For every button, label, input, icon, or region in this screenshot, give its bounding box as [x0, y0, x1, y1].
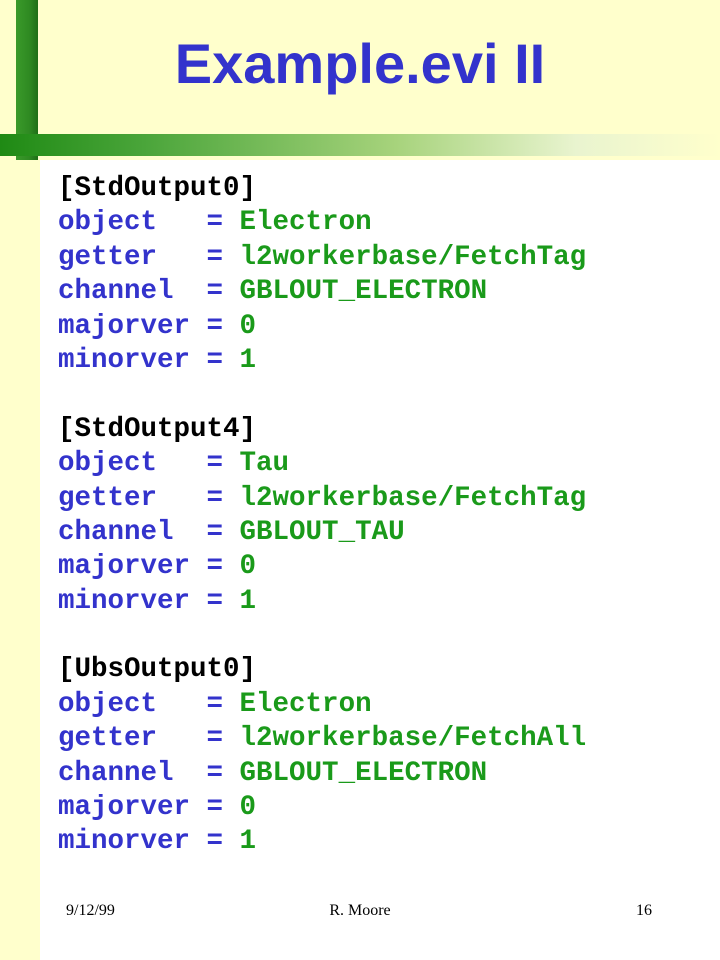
config-value: l2workerbase/FetchTag: [239, 241, 587, 273]
config-value: 1: [239, 585, 257, 617]
config-value: GBLOUT_ELECTRON: [239, 757, 488, 789]
config-value: 0: [239, 792, 257, 824]
config-key: getter: [58, 482, 207, 514]
config-key: channel: [58, 757, 207, 789]
title-background: [0, 0, 720, 160]
config-key: majorver: [58, 551, 207, 583]
green-horizontal-bar: [0, 134, 720, 156]
equals-sign: =: [206, 344, 240, 376]
footer-author: R. Moore: [329, 902, 391, 919]
equals-sign: =: [206, 516, 240, 548]
left-margin-background: [0, 0, 40, 960]
config-value: Tau: [239, 448, 290, 480]
config-key: minorver: [58, 585, 207, 617]
equals-sign: =: [206, 688, 240, 720]
config-line: minorver = 1: [58, 585, 718, 619]
equals-sign: =: [206, 551, 240, 583]
equals-sign: =: [206, 448, 240, 480]
equals-sign: =: [206, 792, 240, 824]
equals-sign: =: [206, 276, 240, 308]
config-value: 1: [239, 344, 257, 376]
config-key: minorver: [58, 344, 207, 376]
config-line: majorver = 0: [58, 550, 718, 584]
config-line: majorver = 0: [58, 791, 718, 825]
config-key: channel: [58, 276, 207, 308]
config-value: GBLOUT_TAU: [239, 516, 405, 548]
config-line: channel = GBLOUT_ELECTRON: [58, 757, 718, 791]
footer-page-number: 16: [636, 902, 652, 919]
section-header: [StdOutput0]: [58, 173, 257, 204]
config-line: channel = GBLOUT_TAU: [58, 516, 718, 550]
equals-sign: =: [206, 585, 240, 617]
config-line: object = Tau: [58, 447, 718, 481]
config-value: 0: [239, 310, 257, 342]
config-key: object: [58, 688, 207, 720]
config-key: object: [58, 207, 207, 239]
config-value: 1: [239, 826, 257, 858]
config-value: GBLOUT_ELECTRON: [239, 276, 488, 308]
equals-sign: =: [206, 310, 240, 342]
config-line: getter = l2workerbase/FetchTag: [58, 482, 718, 516]
config-value: l2workerbase/FetchAll: [239, 723, 587, 755]
equals-sign: =: [206, 723, 240, 755]
config-value: Electron: [239, 688, 372, 720]
config-line: channel = GBLOUT_ELECTRON: [58, 275, 718, 309]
green-vertical-bar: [16, 0, 38, 160]
section-header: [UbsOutput0]: [58, 654, 257, 686]
config-line: getter = l2workerbase/FetchAll: [58, 722, 718, 756]
blank-line: [58, 378, 718, 412]
config-line: minorver = 1: [58, 825, 718, 859]
config-line: majorver = 0: [58, 310, 718, 344]
equals-sign: =: [206, 207, 240, 239]
config-line: minorver = 1: [58, 344, 718, 378]
equals-sign: =: [206, 757, 240, 789]
config-key: majorver: [58, 792, 207, 824]
section-header: [StdOutput4]: [58, 413, 257, 445]
config-key: minorver: [58, 826, 207, 858]
config-line: object = Electron: [58, 688, 718, 722]
equals-sign: =: [206, 826, 240, 858]
config-line: getter = l2workerbase/FetchTag: [58, 241, 718, 275]
config-key: majorver: [58, 310, 207, 342]
blank-line: [58, 619, 718, 653]
config-key: getter: [58, 241, 207, 273]
equals-sign: =: [206, 241, 240, 273]
config-key: channel: [58, 516, 207, 548]
config-value: Electron: [239, 207, 372, 239]
config-value: l2workerbase/FetchTag: [239, 482, 587, 514]
config-key: getter: [58, 723, 207, 755]
footer-date: 9/12/99: [66, 902, 115, 919]
slide-title: Example.evi II: [174, 32, 546, 95]
equals-sign: =: [206, 482, 240, 514]
config-line: object = Electron: [58, 206, 718, 240]
config-key: object: [58, 448, 207, 480]
config-value: 0: [239, 551, 257, 583]
